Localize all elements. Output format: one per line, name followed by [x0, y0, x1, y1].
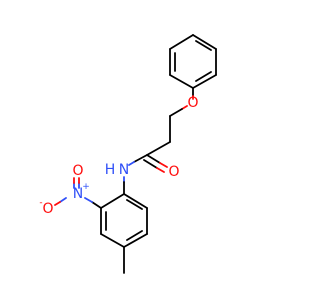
nitrotolyl-ring [100, 193, 148, 248]
nitro-minus-charge: - [39, 198, 42, 208]
bond [84, 197, 93, 203]
ether-oxygen-label: O [187, 95, 198, 111]
bond [169, 108, 183, 117]
double-bond-inner [195, 71, 212, 82]
bond [192, 34, 217, 50]
bond [143, 159, 158, 169]
bond [146, 141, 171, 156]
bond [100, 233, 125, 248]
double-bond-inner [195, 40, 212, 51]
bond [169, 34, 194, 50]
nitro-oxygen-label: O [72, 163, 83, 179]
bond [156, 167, 165, 173]
amide-nitrogen-label: N [119, 162, 129, 178]
bond [123, 233, 148, 248]
molecule-drawing: O O N H N + O O - [39, 34, 217, 274]
structure-diagram: O O N H N + O O - [39, 34, 217, 274]
double-bond-inner [126, 199, 143, 210]
bond [59, 197, 67, 203]
bond [123, 193, 148, 209]
bond [159, 162, 168, 168]
bond [169, 74, 194, 89]
bond [181, 105, 188, 110]
nitro-plus-charge: + [82, 182, 90, 192]
bond [192, 74, 217, 89]
bond [91, 201, 102, 209]
double-bond-inner [126, 230, 143, 241]
nitro-nitrogen-label: N [73, 186, 83, 202]
phenoxy-ring [169, 34, 217, 89]
amide-hydrogen-label: H [105, 162, 116, 178]
bond [146, 154, 161, 164]
nitro-oxide-label: O [42, 201, 53, 217]
bond [100, 193, 125, 209]
bond [128, 161, 135, 166]
bond [54, 201, 61, 206]
bond [133, 154, 148, 163]
carbonyl-oxygen-label: O [168, 164, 179, 180]
